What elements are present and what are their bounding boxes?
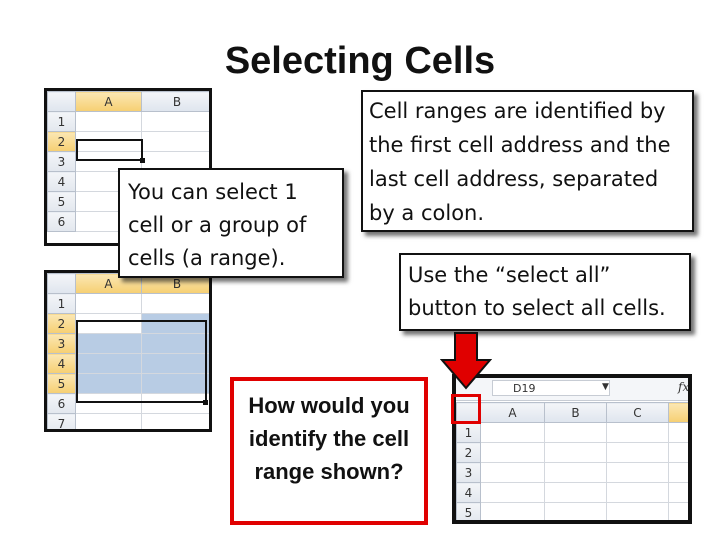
callout-line: last cell address, separated [369,167,659,191]
selected-cell[interactable] [141,333,209,354]
fill-handle[interactable] [203,400,208,405]
cell[interactable] [141,111,209,132]
fill-handle[interactable] [140,158,145,163]
column-header-a[interactable]: A [480,402,545,423]
cell-grid: A B 1 2 3 4 5 6 7 [47,273,209,429]
cell[interactable] [668,422,688,443]
column-header-b[interactable]: B [544,402,607,423]
callout-line: by a colon. [369,201,485,225]
cell[interactable] [668,462,688,483]
cell[interactable] [668,442,688,463]
cell[interactable] [75,293,142,314]
select-all-button[interactable] [456,402,481,423]
row-header-2[interactable]: 2 [456,442,481,463]
column-header-a[interactable]: A [75,91,142,112]
arrow-down-icon [440,332,492,390]
cell[interactable] [606,442,669,463]
cell[interactable] [480,482,545,503]
selected-cell[interactable] [75,373,142,394]
cell[interactable] [606,422,669,443]
cell[interactable] [141,131,209,152]
cell[interactable] [544,442,607,463]
cell[interactable] [544,422,607,443]
slide-title: Selecting Cells [224,40,496,82]
select-all-highlight [451,394,481,424]
callout-line: cells (a range). [128,246,286,270]
column-header-b[interactable]: B [141,91,209,112]
cell[interactable] [480,462,545,483]
cell[interactable] [668,502,688,520]
row-header-5[interactable]: 5 [47,373,76,394]
cell[interactable] [75,111,142,132]
row-header-1[interactable]: 1 [47,293,76,314]
cell[interactable] [544,482,607,503]
name-box[interactable]: D19 [492,380,610,396]
formula-bar: D19 ▼ fx [456,378,690,401]
question-line: range shown? [254,459,404,484]
column-header-a[interactable]: A [75,273,142,294]
name-box-value: D19 [513,382,536,395]
row-header-2[interactable]: 2 [47,131,76,152]
cell[interactable] [544,502,607,520]
select-all-button[interactable] [47,91,76,112]
cell[interactable] [668,482,688,503]
callout-cell-ranges: Cell ranges are identified by the first … [361,90,694,232]
chevron-down-icon[interactable]: ▼ [602,382,609,392]
callout-line: You can select 1 [128,180,298,204]
row-header-1[interactable]: 1 [47,111,76,132]
spreadsheet-range: A B 1 2 3 4 5 6 7 [44,270,212,432]
row-header-4[interactable]: 4 [47,171,76,192]
fx-icon[interactable]: fx [678,380,690,394]
row-header-1[interactable]: 1 [456,422,481,443]
cell[interactable] [480,442,545,463]
cell-grid: A B C 1 2 3 4 5 [456,402,688,520]
callout-select-all: Use the “select all” button to select al… [399,253,691,331]
cell[interactable] [606,502,669,520]
row-header-3[interactable]: 3 [47,333,76,354]
cell[interactable] [141,293,209,314]
cell[interactable] [544,462,607,483]
select-all-button[interactable] [47,273,76,294]
row-header-4[interactable]: 4 [456,482,481,503]
range-selection-border [76,320,207,403]
cell[interactable] [141,413,209,429]
cell[interactable] [480,422,545,443]
row-header-7[interactable]: 7 [47,413,76,429]
row-header-4[interactable]: 4 [47,353,76,374]
callout-select-cells: You can select 1 cell or a group of cell… [118,168,344,278]
cell[interactable] [606,482,669,503]
row-header-3[interactable]: 3 [456,462,481,483]
cell[interactable] [480,502,545,520]
row-header-5[interactable]: 5 [47,191,76,212]
callout-line: button to select all cells. [408,296,666,320]
column-header-c[interactable]: C [606,402,669,423]
selected-cell[interactable] [141,353,209,374]
spreadsheet-select-all: D19 ▼ fx A B C 1 2 3 4 5 [452,374,692,524]
row-header-3[interactable]: 3 [47,151,76,172]
callout-line: the first cell address and the [369,133,671,157]
active-cell-border [76,139,143,161]
callout-line: cell or a group of [128,213,307,237]
row-header-6[interactable]: 6 [47,393,76,414]
question-box: How would you identify the cell range sh… [230,377,428,525]
cell[interactable] [75,413,142,429]
cell[interactable] [606,462,669,483]
question-line: How would you [248,393,410,418]
row-header-5[interactable]: 5 [456,502,481,520]
callout-line: Cell ranges are identified by [369,99,666,123]
row-header-6[interactable]: 6 [47,211,76,232]
callout-line: Use the “select all” [408,263,611,287]
row-header-2[interactable]: 2 [47,313,76,334]
column-header-d[interactable] [668,402,688,423]
question-line: identify the cell [248,426,410,451]
